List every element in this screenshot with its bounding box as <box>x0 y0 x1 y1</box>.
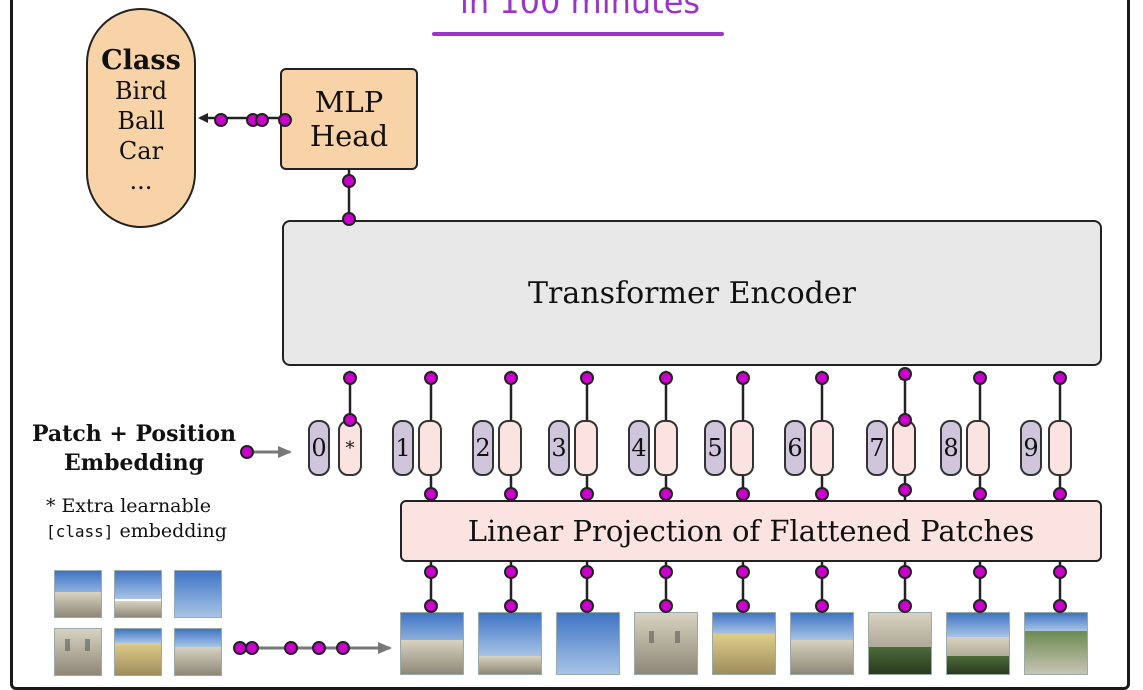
patch-position-embedding-label: Patch + Position Embedding <box>31 421 237 476</box>
token-embedding-6[interactable] <box>810 420 834 476</box>
token-embedding-0[interactable]: * <box>338 420 362 476</box>
token-embedding-3[interactable] <box>574 420 598 476</box>
token-embedding-9[interactable] <box>1048 420 1072 476</box>
class-embedding-note: * Extra learnable [class] embedding <box>46 494 227 544</box>
flattened-patch-8 <box>946 612 1010 675</box>
class-item-ellipsis: ... <box>129 167 153 195</box>
mlp-head-box[interactable]: MLP Head <box>280 68 418 170</box>
token-up-arrows <box>345 370 1065 420</box>
token-embedding-8[interactable] <box>966 420 990 476</box>
note-class-code: [class] <box>46 522 114 541</box>
token-position-4[interactable]: 4 <box>628 420 650 476</box>
token-position-2[interactable]: 2 <box>472 420 494 476</box>
mlp-head-label: MLP Head <box>309 85 389 153</box>
class-title: Class <box>101 45 181 76</box>
connection-handles[interactable] <box>214 113 1067 655</box>
token-position-5[interactable]: 5 <box>704 420 726 476</box>
caption-underline <box>432 32 724 36</box>
class-item-car: Car <box>118 137 164 165</box>
token-position-1[interactable]: 1 <box>392 420 414 476</box>
source-patch-4 <box>54 628 102 676</box>
class-output-box[interactable]: Class Bird Ball Car ... <box>86 8 196 228</box>
class-item-ball: Ball <box>117 107 165 135</box>
flattened-patch-9 <box>1024 612 1088 675</box>
token-position-3[interactable]: 3 <box>548 420 570 476</box>
source-patch-6 <box>174 628 222 676</box>
linear-projection-label: Linear Projection of Flattened Patches <box>467 514 1035 548</box>
source-patch-2 <box>114 570 162 618</box>
source-patch-1 <box>54 570 102 618</box>
flattened-patch-2 <box>478 612 542 675</box>
transformer-encoder-box[interactable]: Transformer Encoder <box>282 220 1102 366</box>
note-suffix: embedding <box>113 520 227 542</box>
linear-projection-box[interactable]: Linear Projection of Flattened Patches <box>400 500 1102 562</box>
flattened-patch-5 <box>712 612 776 675</box>
token-position-0[interactable]: 0 <box>308 420 330 476</box>
token-embedding-4[interactable] <box>654 420 678 476</box>
caption-text: in 100 minutes <box>459 0 701 21</box>
token-position-8[interactable]: 8 <box>940 420 962 476</box>
class-item-bird: Bird <box>114 77 168 105</box>
token-position-6[interactable]: 6 <box>784 420 806 476</box>
token-position-7[interactable]: 7 <box>866 420 888 476</box>
connector-overlay <box>198 113 1067 655</box>
token-position-9[interactable]: 9 <box>1020 420 1042 476</box>
token-embedding-2[interactable] <box>498 420 522 476</box>
token-embedding-5[interactable] <box>730 420 754 476</box>
flattened-patch-3 <box>556 612 620 675</box>
token-embedding-1[interactable] <box>418 420 442 476</box>
transformer-encoder-label: Transformer Encoder <box>528 275 856 311</box>
note-prefix: * Extra learnable <box>46 495 211 517</box>
source-patch-3 <box>174 570 222 618</box>
